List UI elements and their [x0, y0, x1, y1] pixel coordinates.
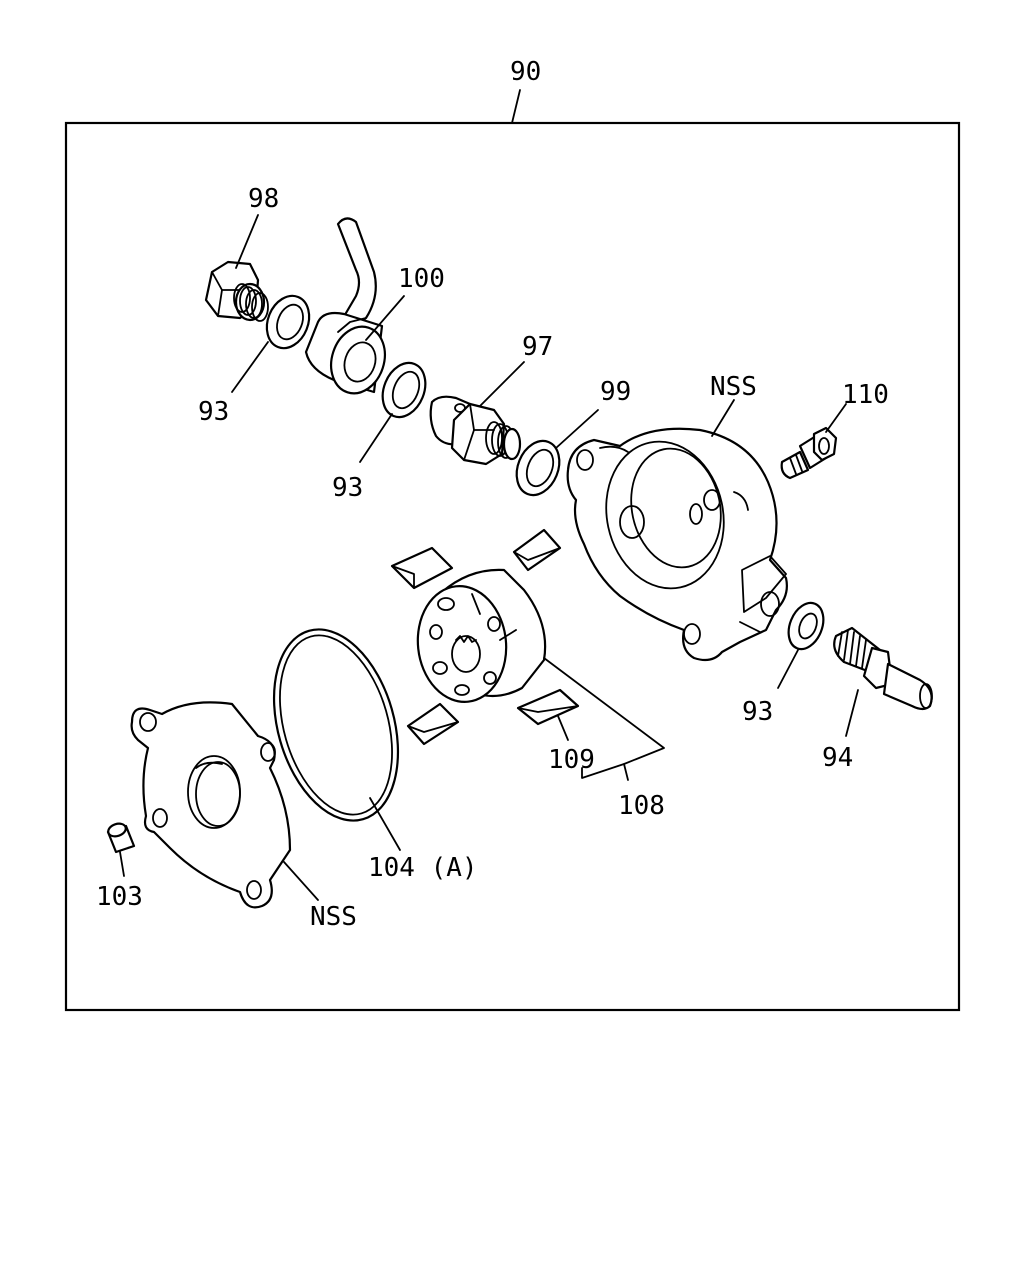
part-93-washer-b[interactable] [375, 357, 433, 424]
part-99-washer[interactable] [509, 435, 567, 502]
leader-lines [119, 214, 859, 901]
label-98: 98 [248, 184, 279, 214]
assembly-frame [64, 121, 961, 1012]
assembly-leader [511, 89, 521, 124]
label-97: 97 [522, 332, 553, 362]
label-93-b: 93 [332, 473, 363, 503]
part-104-o-ring[interactable] [253, 615, 419, 835]
cover-plate [130, 701, 292, 909]
part-93-washer-c[interactable] [782, 598, 830, 654]
label-110: 110 [842, 380, 889, 410]
part-98-cap-nut[interactable] [204, 260, 269, 322]
pump-housing [566, 427, 788, 662]
label-93-a: 93 [198, 397, 229, 427]
vane-bottom-left[interactable] [406, 702, 460, 746]
label-100: 100 [398, 264, 445, 294]
label-nss-housing: NSS [710, 372, 757, 402]
label-93-c: 93 [742, 697, 773, 727]
part-103-pin[interactable] [106, 822, 136, 854]
vane-bottom-right[interactable] [516, 688, 580, 726]
label-99: 99 [600, 377, 631, 407]
vane-top-left[interactable] [390, 546, 454, 590]
vane-top-right[interactable] [512, 528, 562, 572]
part-93-washer-a[interactable] [259, 289, 316, 354]
part-108-rotor[interactable] [412, 568, 547, 706]
label-104a: 104 (A) [368, 853, 478, 883]
label-103: 103 [96, 882, 143, 912]
label-90: 90 [510, 57, 541, 87]
label-94: 94 [822, 743, 853, 773]
part-94-fitting[interactable] [833, 626, 933, 711]
label-nss-cover: NSS [310, 902, 357, 932]
part-110-bolt[interactable] [780, 426, 838, 480]
label-109: 109 [548, 745, 595, 775]
part-100-banjo[interactable] [304, 217, 393, 400]
label-108: 108 [618, 791, 665, 821]
part-97-bolt[interactable] [429, 395, 522, 466]
